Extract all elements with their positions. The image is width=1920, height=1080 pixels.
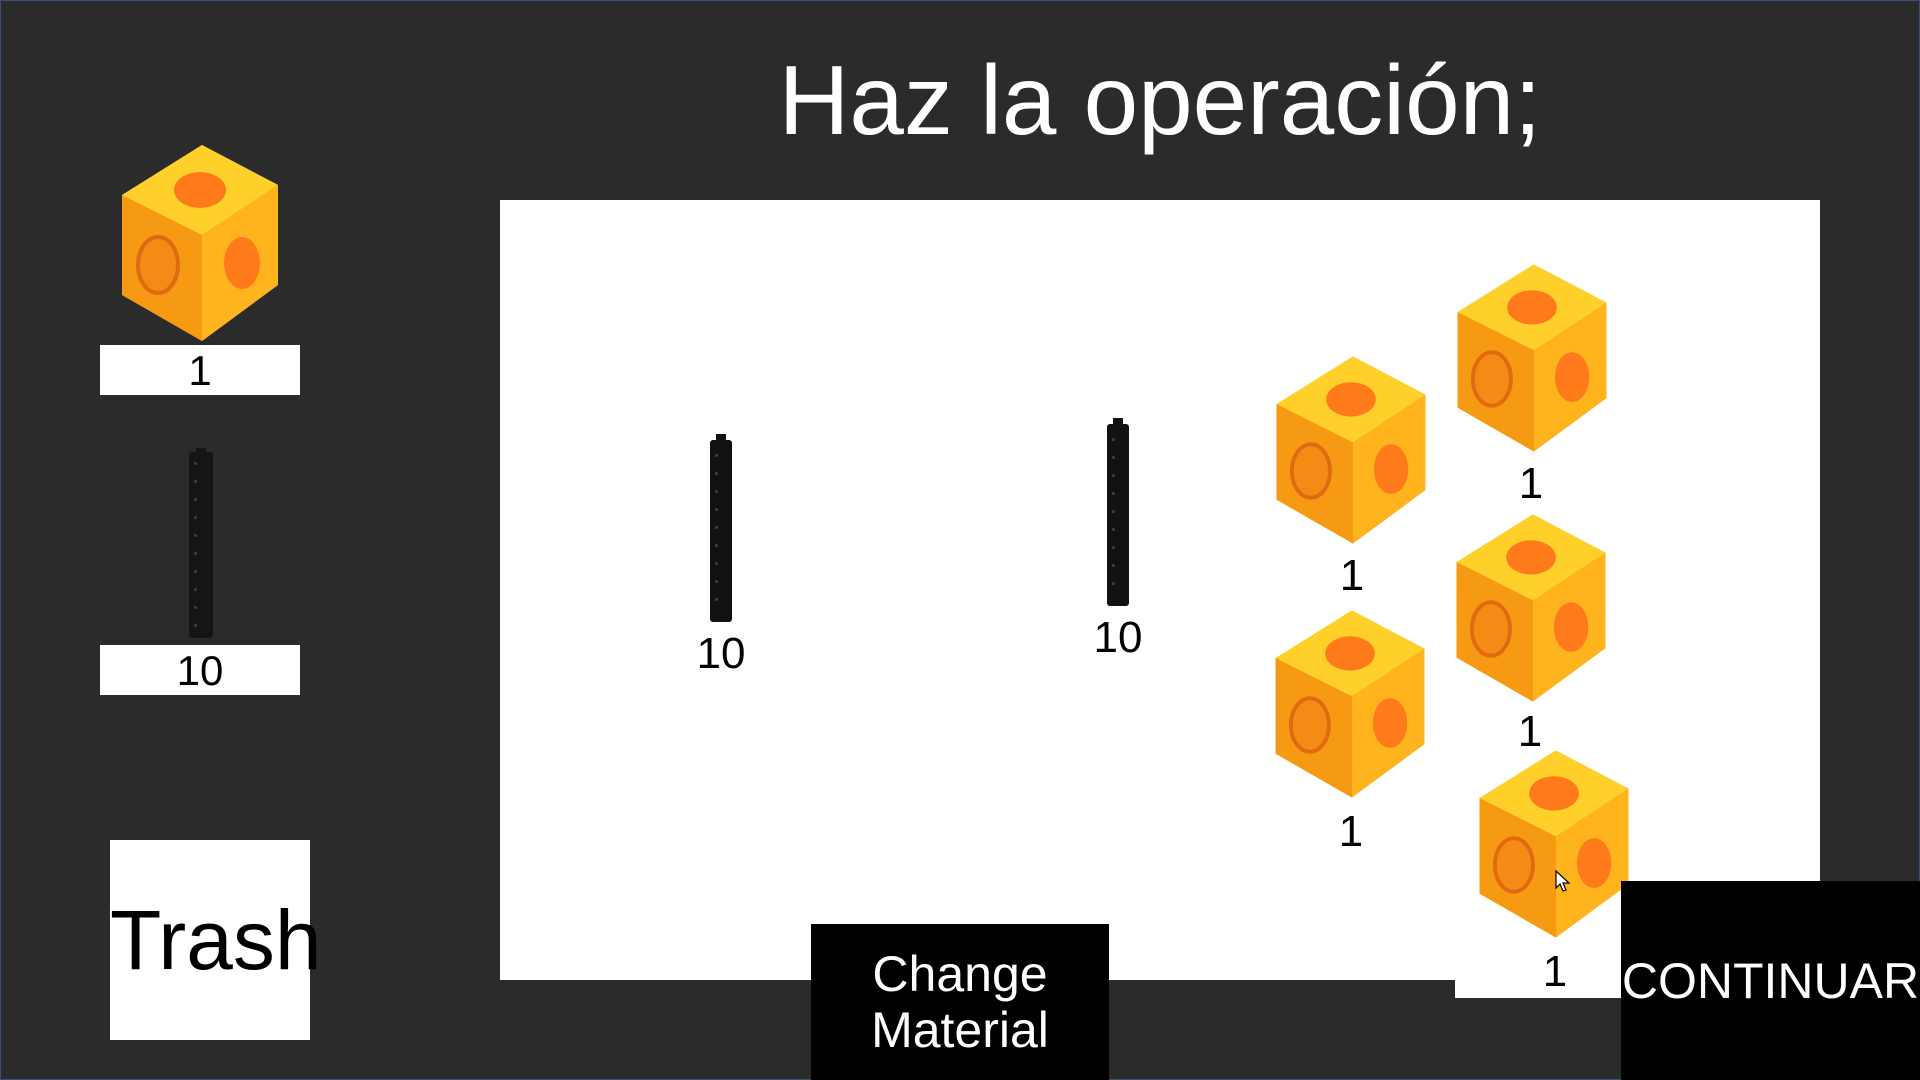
unit-cube-icon — [1275, 610, 1425, 798]
workspace-unit-cube-3[interactable] — [1447, 510, 1615, 706]
ten-rod-icon — [1107, 418, 1129, 606]
workspace-ten-rod-2[interactable] — [1105, 418, 1131, 608]
continuar-button[interactable]: CONTINUAR — [1621, 881, 1920, 1080]
unit-cube-icon — [1276, 356, 1426, 544]
ten-rod-icon — [189, 448, 213, 638]
piece-label: 1 — [1339, 551, 1365, 600]
palette-ten-rod[interactable] — [186, 448, 216, 640]
change-material-button[interactable]: Change Material — [811, 924, 1109, 1080]
change-material-line2: Material — [871, 1002, 1049, 1058]
page-title: Haz la operación; — [778, 45, 1542, 155]
ten-rod-icon — [710, 434, 732, 622]
workspace-ten-rod-1[interactable] — [708, 434, 734, 624]
palette-unit-cube[interactable] — [112, 145, 288, 341]
unit-cube-icon — [122, 145, 278, 341]
unit-cube-icon — [1456, 514, 1606, 702]
trash-button[interactable]: Trash — [110, 840, 322, 1040]
piece-label: 10 — [1093, 613, 1143, 662]
change-material-line1: Change — [872, 946, 1048, 1002]
palette-unit-label: 1 — [100, 345, 300, 395]
piece-label: 10 — [696, 629, 746, 678]
workspace-unit-cube-1[interactable] — [1448, 260, 1616, 456]
palette-ten-label: 10 — [100, 645, 300, 695]
unit-cube-icon — [1479, 750, 1629, 938]
piece-label: 1 — [1338, 807, 1364, 856]
workspace-unit-cube-2[interactable] — [1267, 352, 1435, 548]
piece-backing — [1455, 944, 1621, 998]
workspace-unit-cube-4[interactable] — [1266, 606, 1434, 802]
piece-label: 1 — [1518, 459, 1544, 508]
piece-label: 1 — [1542, 947, 1568, 996]
workspace-unit-cube-5[interactable] — [1470, 746, 1638, 942]
piece-label: 1 — [1517, 707, 1543, 756]
mouse-pointer-icon — [1555, 869, 1571, 899]
unit-cube-icon — [1457, 264, 1607, 452]
